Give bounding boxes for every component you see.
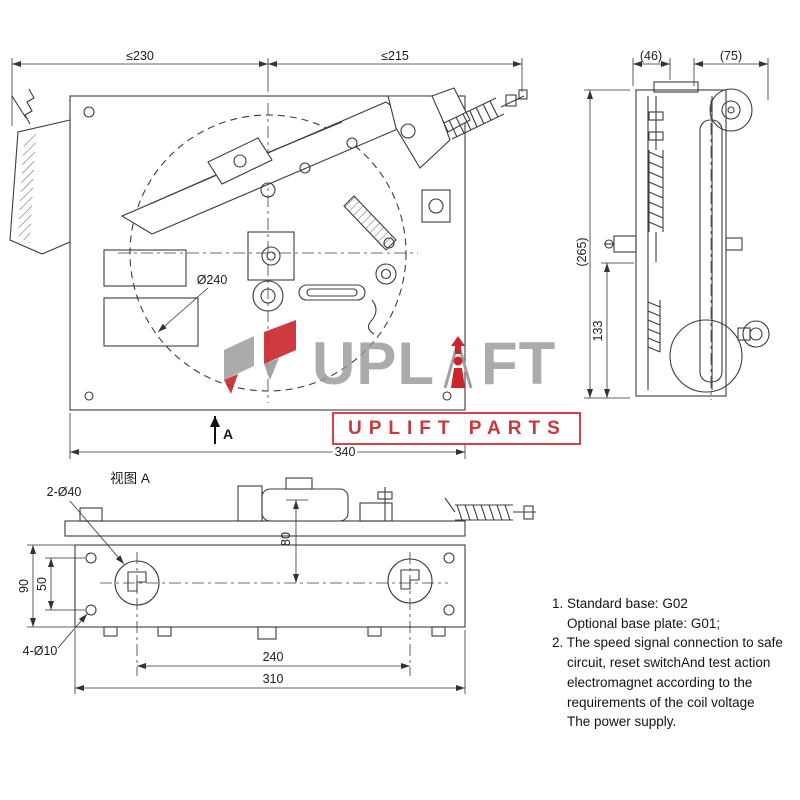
side-view — [604, 81, 770, 400]
note-line: 1. Standard base: G02 — [552, 596, 688, 611]
dim-75-label: (75) — [720, 49, 742, 63]
dim-90-label: 90 — [17, 579, 31, 593]
dim-340-label: 340 — [335, 445, 356, 459]
front-view-dimensions — [11, 58, 523, 459]
note-line: circuit, reset switchAnd test action — [567, 655, 771, 671]
side-view-dimensions — [584, 58, 769, 399]
dim-265-label: (265) — [575, 237, 589, 266]
dim-80-label: 80 — [279, 532, 293, 546]
dim-310-label: 310 — [263, 672, 284, 686]
dim-2d40-label: 2-Ø40 — [47, 485, 82, 499]
dim-240-label: 240 — [263, 650, 284, 664]
dim-sheave-label: Ø240 — [197, 273, 228, 287]
view-arrow-a-label: A — [223, 426, 233, 442]
view-a-title: 视图 A — [110, 471, 150, 486]
note-line: The power supply. — [567, 714, 677, 730]
dim-50-label: 50 — [35, 577, 49, 591]
note-line: electromagnet according to the — [567, 674, 753, 690]
dim-4d10-label: 4-Ø10 — [23, 644, 58, 658]
front-view — [9, 87, 528, 411]
note-line: Optional base plate: G01; — [567, 615, 721, 631]
dim-133-label: 133 — [591, 321, 605, 342]
dim-46-label: (46) — [640, 49, 662, 63]
view-a-dimensions — [27, 499, 466, 694]
note-line: 2. The speed signal connection to safe — [552, 635, 783, 651]
view-a — [64, 477, 536, 676]
dim-230-label: ≤230 — [126, 49, 154, 63]
dim-215-label: ≤215 — [381, 49, 409, 63]
notes-block: 1. Standard base: G02 Optional base plat… — [552, 594, 794, 732]
note-line: requirements of the coil voltage — [567, 694, 755, 710]
